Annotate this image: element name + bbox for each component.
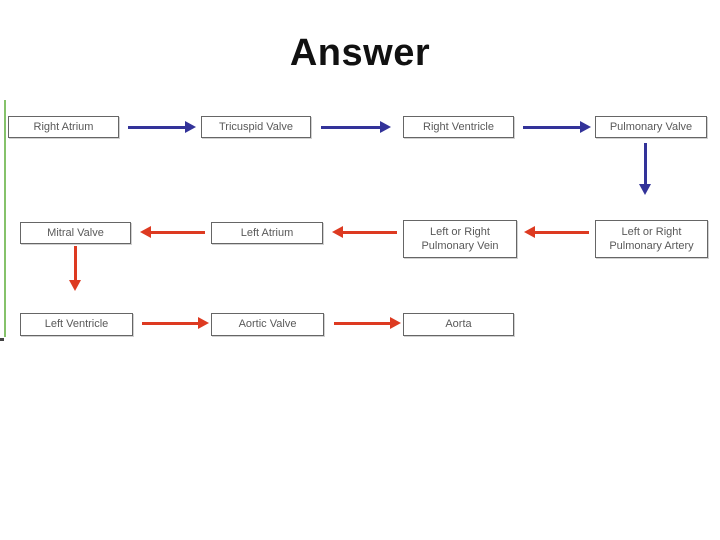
node-mitral-valve: Mitral Valve xyxy=(20,222,131,244)
node-aortic-valve: Aortic Valve xyxy=(211,313,324,336)
page-title: Answer xyxy=(289,32,431,74)
node-left-ventricle: Left Ventricle xyxy=(20,313,133,336)
arrow-right-ventricle-to-pulmonary-valve xyxy=(523,121,591,133)
node-pulmonary-valve: Pulmonary Valve xyxy=(595,116,707,138)
node-right-atrium: Right Atrium xyxy=(8,116,119,138)
arrow-left-atrium-to-mitral-valve xyxy=(140,226,205,238)
arrow-left-ventricle-to-aortic-valve xyxy=(142,317,209,329)
arrow-pulmonary-vein-to-left-atrium xyxy=(332,226,397,238)
arrow-tricuspid-valve-to-right-ventricle xyxy=(321,121,391,133)
left-green-rule xyxy=(4,100,6,337)
arrow-right-atrium-to-tricuspid-valve xyxy=(128,121,196,133)
arrow-aortic-valve-to-aorta xyxy=(334,317,401,329)
bottom-left-mark xyxy=(0,338,4,341)
node-aorta: Aorta xyxy=(403,313,514,336)
arrow-mitral-valve-to-left-ventricle xyxy=(69,246,81,291)
node-right-ventricle: Right Ventricle xyxy=(403,116,514,138)
arrow-pulmonary-valve-to-pulmonary-artery xyxy=(639,143,651,195)
arrow-pulmonary-artery-to-pulmonary-vein xyxy=(524,226,589,238)
node-tricuspid-valve: Tricuspid Valve xyxy=(201,116,311,138)
node-left-atrium: Left Atrium xyxy=(211,222,323,244)
node-left-or-right-pulmonary-artery: Left or Right Pulmonary Artery xyxy=(595,220,708,258)
node-left-or-right-pulmonary-vein: Left or Right Pulmonary Vein xyxy=(403,220,517,258)
